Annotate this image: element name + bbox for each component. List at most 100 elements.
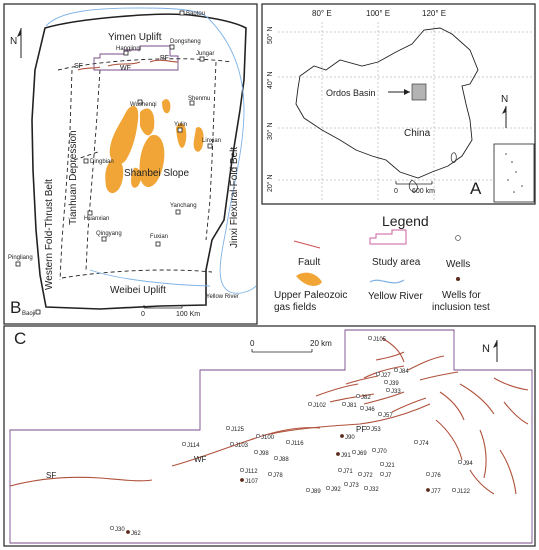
legend-river-label: Yellow River — [368, 291, 423, 302]
north-arrow-b-label: N — [10, 36, 17, 47]
well-marker — [273, 455, 279, 461]
well-marker — [393, 367, 399, 373]
well-label: J107 — [245, 479, 259, 485]
boundary-yimen — [57, 58, 233, 71]
scale-bar-a-zero: 0 — [394, 188, 398, 195]
well-label: J74 — [419, 441, 429, 447]
boundary-weibei — [61, 269, 213, 279]
city-marker — [175, 209, 181, 215]
legend-study-area-swatch — [369, 229, 407, 245]
city-pingliang: Pingliang — [8, 255, 33, 261]
south-china-sea-inset — [493, 143, 535, 203]
well-label: J116 — [291, 441, 304, 447]
china-outline — [295, 27, 479, 179]
city-marker — [15, 261, 21, 267]
well-label: J76 — [431, 473, 441, 479]
region-tianhuan: Tianhuan Depression — [68, 130, 79, 225]
boundary-western-tianhuan — [59, 69, 73, 281]
legend-gas-swatch — [296, 272, 322, 286]
north-arrow-c-label: N — [482, 343, 490, 355]
city-fuxian: Fuxian — [150, 234, 168, 240]
boundary-tianhuan-slope — [85, 69, 101, 271]
well-label: J122 — [457, 489, 471, 495]
well-marker — [337, 467, 343, 473]
legend-river-swatch — [369, 279, 405, 284]
yellow-river-b — [45, 7, 257, 294]
well-marker — [375, 371, 381, 377]
region-jinxi: Jinxi Flexural-Fold Belt — [229, 147, 240, 248]
city-marker — [87, 210, 93, 216]
fault-segment — [407, 355, 445, 371]
island — [507, 179, 509, 181]
well-marker — [359, 405, 365, 411]
city-shenmu: Shenmu — [188, 96, 210, 102]
fault-wf-c — [171, 427, 321, 467]
fault-wf-c-label: WF — [194, 455, 207, 464]
well-marker — [253, 449, 259, 455]
well-marker — [255, 433, 261, 439]
city-yulin: Yulin — [174, 122, 187, 128]
fault-network-ne — [315, 337, 529, 495]
city-baoji: Baoji — [22, 311, 35, 317]
inclusion-well-marker — [240, 478, 244, 482]
well-marker — [341, 401, 347, 407]
island — [513, 191, 515, 193]
well-label: J70 — [377, 449, 387, 455]
well-marker — [325, 485, 331, 491]
well-label: J100 — [261, 435, 275, 441]
fault-pf-b-label: PF — [160, 55, 169, 62]
panel-c-frame — [3, 325, 536, 547]
basin-outline — [31, 13, 247, 310]
well-label: J78 — [273, 473, 283, 479]
inclusion-well-marker — [126, 530, 130, 534]
fault-segment — [381, 337, 405, 363]
well-label: J21 — [385, 463, 395, 469]
fault-wf-b-label: WF — [120, 65, 131, 72]
well-label: J33 — [391, 389, 401, 395]
gas-field — [140, 108, 155, 136]
well-label: J81 — [347, 403, 357, 409]
ordos-basin-label: Ordos Basin — [326, 88, 376, 98]
scale-bar-c: 0 20 km — [250, 339, 332, 353]
well-marker — [379, 461, 385, 467]
fault-pf-c-label: PF — [356, 425, 366, 434]
north-arrow-b: N — [10, 28, 22, 58]
lat-label: 30° N — [266, 122, 274, 140]
well-marker — [307, 401, 313, 407]
legend-title: Legend — [382, 213, 429, 229]
well-marker — [239, 467, 245, 473]
north-arrow-c-head — [493, 340, 497, 348]
well-label: J125 — [231, 427, 245, 433]
well-label: J39 — [389, 381, 399, 387]
inclusion-well-marker — [340, 434, 344, 438]
scale-bar-b-end: 100 Km — [176, 311, 200, 318]
well-marker — [351, 449, 357, 455]
city-marker — [101, 236, 107, 242]
gas-field — [109, 105, 139, 165]
well-marker — [229, 441, 235, 447]
well-label: J102 — [313, 403, 327, 409]
gas-field — [139, 134, 165, 188]
city-linxian: Linxian — [202, 138, 221, 144]
north-arrow-b-head — [17, 28, 21, 37]
well-label: J53 — [371, 427, 381, 433]
well-label: J73 — [349, 483, 359, 489]
fault-segment — [363, 391, 405, 405]
scale-bar-b-zero: 0 — [141, 311, 145, 318]
china-label: China — [404, 128, 431, 139]
well-label: J82 — [361, 395, 371, 401]
inset-islands — [505, 153, 523, 193]
city-marker — [155, 241, 161, 247]
legend: Legend Fault Study area Wells Upper Pale… — [274, 213, 490, 313]
well-label: J98 — [259, 451, 269, 457]
city-baotou: Baotou — [186, 11, 205, 17]
legend-well-swatch — [455, 235, 461, 241]
scale-bar-a-end: 600 km — [412, 188, 435, 195]
well-marker — [457, 459, 463, 465]
city-marker — [123, 50, 129, 56]
island — [521, 185, 523, 187]
well-label: J62 — [131, 531, 141, 537]
study-area-b — [93, 45, 179, 71]
fault-segment — [503, 401, 529, 425]
island — [511, 161, 513, 163]
